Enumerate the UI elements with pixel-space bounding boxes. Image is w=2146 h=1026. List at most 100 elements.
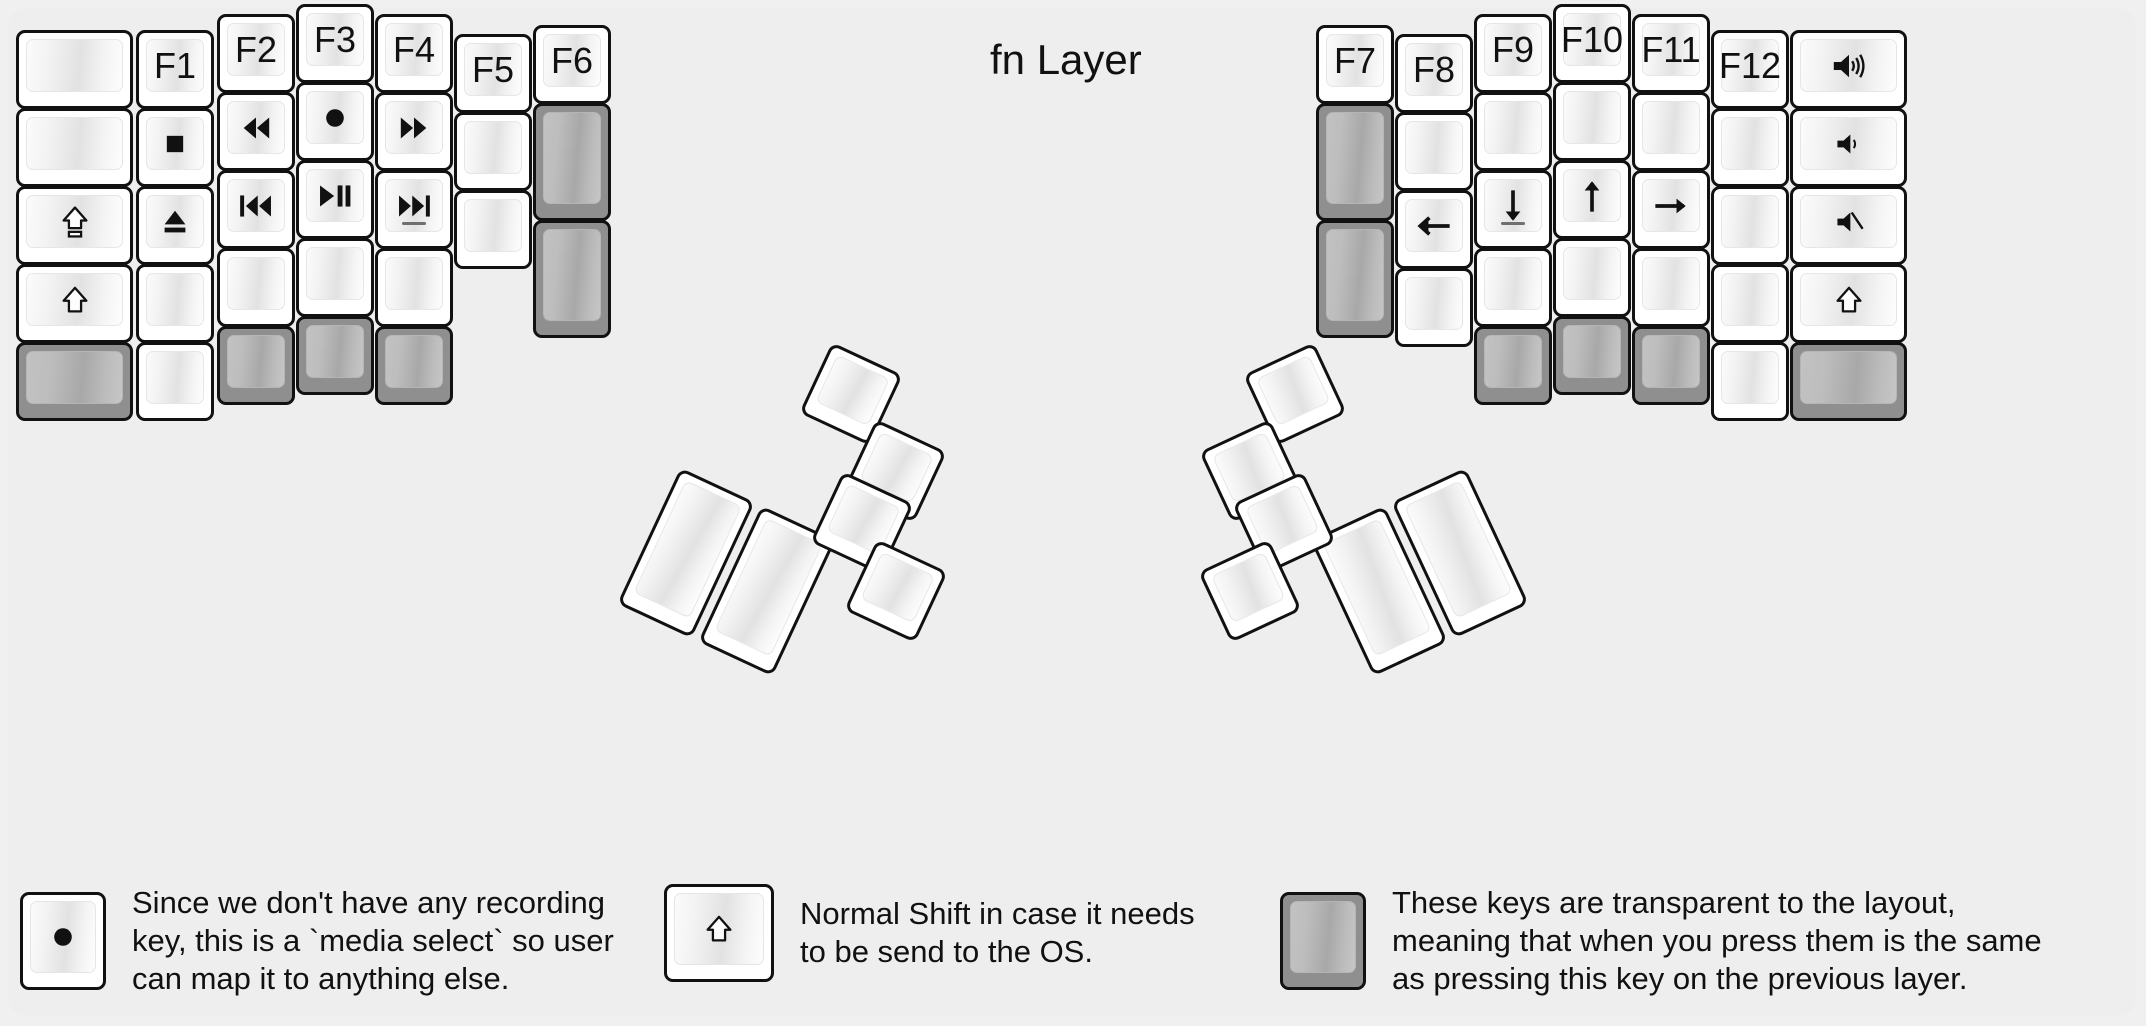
legend-item-transparent: These keys are transparent to the layout… [1280,884,2042,997]
legend-item-shift: Normal Shift in case it needs to be send… [664,884,1195,982]
key-left-index-inner-r3[interactable] [454,190,532,269]
keycap-face: F10 [1561,13,1623,66]
key-right-middle-r3[interactable] [1553,160,1631,239]
key-right-pinky-outer-r5[interactable] [1790,342,1907,421]
key-left-middle-r4[interactable] [296,238,374,317]
keycap-face [674,893,764,965]
key-right-index-inner-r2[interactable] [1395,112,1473,191]
key-right-ring-r5[interactable] [1632,326,1710,405]
key-right-pinky-outer-r3[interactable] [1790,186,1907,265]
key-right-pinky-r1[interactable]: F12 [1711,30,1789,109]
key-left-index-r2[interactable] [375,92,453,171]
keycap-face [1563,91,1621,144]
key-left-ring-r4[interactable] [217,248,295,327]
key-right-ring-r1[interactable]: F11 [1632,14,1710,93]
key-left-index-r4[interactable] [375,248,453,327]
homing-bar [402,222,426,225]
key-right-ring-r3[interactable] [1632,170,1710,249]
key-legend: F8 [1412,48,1455,90]
key-right-index-r4[interactable] [1474,248,1552,327]
key-left-index-r5[interactable] [375,326,453,405]
keycap-face [26,195,123,248]
key-left-index-r1[interactable]: F4 [375,14,453,93]
keycap-face [464,199,522,252]
key-right-inner-r2[interactable] [1316,103,1394,221]
keycap-face [26,117,123,170]
key-left-pinky-outer-r5[interactable] [16,342,133,421]
key-right-index-r5[interactable] [1474,326,1552,405]
key-left-pinky-r5[interactable] [136,342,214,421]
key-left-pinky-outer-r4[interactable] [16,264,133,343]
key-right-middle-r4[interactable] [1553,238,1631,317]
key-right-middle-r2[interactable] [1553,82,1631,161]
key-left-pinky-outer-r3[interactable] [16,186,133,265]
key-left-index-inner-r1[interactable]: F5 [454,34,532,113]
keycap-face [1642,179,1700,232]
key-right-pinky-r5[interactable] [1711,342,1789,421]
key-left-ring-r3[interactable] [217,170,295,249]
key-left-middle-r3[interactable] [296,160,374,239]
key-right-ring-r4[interactable] [1632,248,1710,327]
key-legend [1648,183,1694,229]
key-left-index-inner-r2[interactable] [454,112,532,191]
arrow-left-icon [1417,215,1450,236]
key-left-pinky-r3[interactable] [136,186,214,265]
key-left-ring-r1[interactable]: F2 [217,14,295,93]
key-right-inner-r1[interactable]: F7 [1316,25,1394,104]
legend-sample-key [20,891,106,990]
key-legend [155,202,195,242]
keycap-face [860,551,935,624]
key-left-inner-r2[interactable] [533,103,611,221]
key-left-inner-r3[interactable] [533,220,611,338]
keycap-face [1721,195,1779,248]
key-legend [56,201,94,243]
key-right-pinky-r3[interactable] [1711,186,1789,265]
key-right-pinky-r4[interactable] [1711,264,1789,343]
key-left-ring-r5[interactable] [217,326,295,405]
key-right-index-r1[interactable]: F9 [1474,14,1552,93]
key-right-pinky-r2[interactable] [1711,108,1789,187]
key-left-pinky-r1[interactable]: F1 [136,30,214,109]
key-right-index-inner-r1[interactable]: F8 [1395,34,1473,113]
shift-icon [61,286,88,313]
keycap-face: F3 [306,13,364,66]
key-right-ring-r2[interactable] [1632,92,1710,171]
key-left-middle-r1[interactable]: F3 [296,4,374,83]
key-left-ring-r2[interactable] [217,92,295,171]
legend-sample-key [664,884,774,982]
key-left-pinky-r2[interactable] [136,108,214,187]
keycap-face [543,112,601,204]
key-right-middle-r1[interactable]: F10 [1553,4,1631,83]
key-left-pinky-r4[interactable] [136,264,214,343]
key-left-middle-r5[interactable] [296,316,374,395]
key-legend [1830,281,1868,319]
key-left-inner-r1[interactable]: F6 [533,25,611,104]
key-right-index-r3[interactable] [1474,170,1552,249]
keycap-face [464,121,522,174]
keycap-face [1405,121,1463,174]
keycap-face [1326,112,1384,204]
keycap-face [306,325,364,378]
key-right-index-inner-r3[interactable] [1395,190,1473,269]
homing-bar [1501,222,1525,225]
key-right-pinky-outer-r1[interactable] [1790,30,1907,109]
key-right-pinky-outer-r2[interactable] [1790,108,1907,187]
key-legend [389,184,439,228]
key-right-pinky-outer-r4[interactable] [1790,264,1907,343]
keycap-face [385,257,443,310]
key-left-middle-r2[interactable] [296,82,374,161]
keycap-face [1563,169,1621,222]
key-left-index-r3[interactable] [375,170,453,249]
keycap-face [306,169,364,222]
key-right-index-r2[interactable] [1474,92,1552,171]
key-left-pinky-outer-r2[interactable] [16,108,133,187]
key-legend [1831,205,1867,239]
key-right-index-inner-r4[interactable] [1395,268,1473,347]
key-legend: F2 [234,28,277,70]
keycap-face [26,351,123,404]
key-right-inner-r3[interactable] [1316,220,1394,338]
key-right-middle-r5[interactable] [1553,316,1631,395]
key-legend: F4 [392,28,435,70]
keycap-face [26,273,123,326]
key-left-pinky-outer-r1[interactable] [16,30,133,109]
